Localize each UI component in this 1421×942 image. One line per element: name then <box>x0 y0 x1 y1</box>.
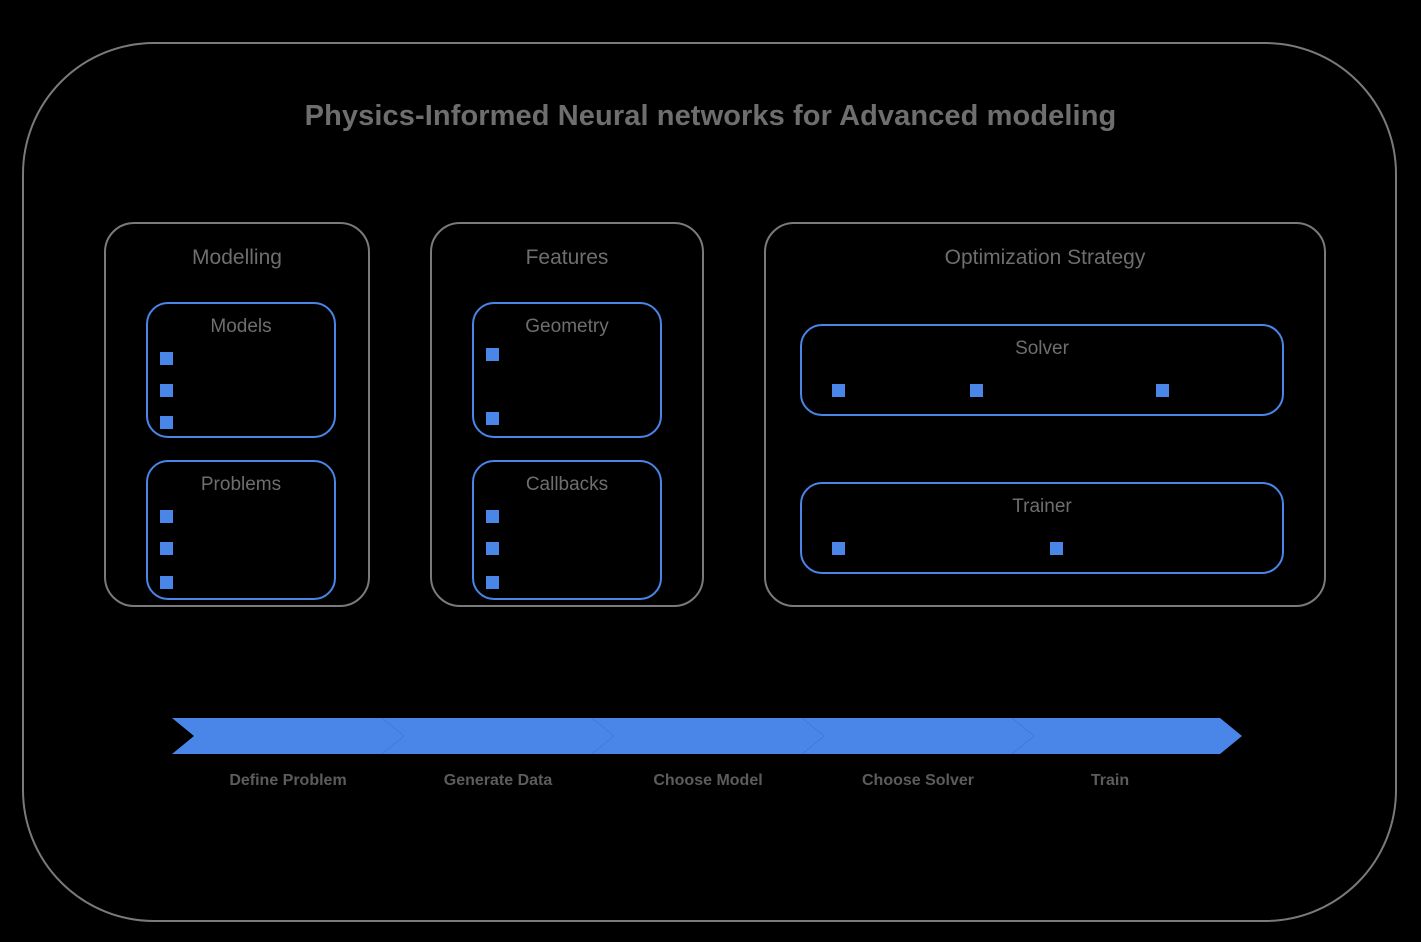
card-title-models: Models <box>210 316 272 337</box>
bullet-cube <box>832 540 847 555</box>
bullet-cube <box>486 346 501 361</box>
card-trainer[interactable]: Trainer <box>800 482 1284 574</box>
bullet-cube <box>486 540 501 555</box>
group-title-modelling: Modelling <box>192 246 282 269</box>
card-title-callbacks: Callbacks <box>525 474 609 495</box>
group-title-optimization: Optimization Strategy <box>944 246 1146 269</box>
card-title-trainer: Trainer <box>1012 496 1072 517</box>
card-title-solver: Solver <box>1015 338 1069 359</box>
card-solver[interactable]: Solver <box>800 324 1284 416</box>
flow-step-arrow-4[interactable] <box>802 718 1034 754</box>
outer-frame <box>22 42 1397 922</box>
flow-step-label-3: Choose Model <box>653 772 763 789</box>
group-features: Features <box>430 222 704 607</box>
flow-step-label-2: Generate Data <box>443 772 553 789</box>
card-callbacks[interactable]: Callbacks <box>472 460 662 600</box>
bullet-cube <box>1156 382 1171 397</box>
page-title: Physics-Informed Neural networks for Adv… <box>304 100 1117 132</box>
bullet-cube <box>160 414 175 429</box>
bullet-cube <box>160 574 175 589</box>
flow-step-arrow-2[interactable] <box>382 718 614 754</box>
flow-step-arrow-1[interactable] <box>172 718 404 754</box>
bullet-cube <box>832 382 847 397</box>
card-title-problems: Problems <box>200 474 282 495</box>
group-title-features: Features <box>525 246 609 269</box>
flow-step-arrow-5[interactable] <box>1012 718 1242 754</box>
bullet-cube <box>160 382 175 397</box>
bullet-cube <box>486 508 501 523</box>
bullet-cube <box>160 540 175 555</box>
bullet-cube <box>486 410 501 425</box>
bullet-cube <box>970 382 985 397</box>
bullet-cube <box>160 508 175 523</box>
bullet-cube <box>1050 540 1065 555</box>
card-geometry[interactable]: Geometry <box>472 302 662 438</box>
group-optimization-strategy: Optimization Strategy <box>764 222 1326 607</box>
bullet-cube <box>160 350 175 365</box>
process-flow: Define Problem Generate Data Choose Mode… <box>0 700 1421 810</box>
card-problems[interactable]: Problems <box>146 460 336 600</box>
flow-step-label-4: Choose Solver <box>861 772 975 789</box>
group-modelling: Modelling <box>104 222 370 607</box>
bullet-cube <box>486 574 501 589</box>
card-models[interactable]: Models <box>146 302 336 438</box>
flow-step-label-1: Define Problem <box>229 772 347 789</box>
flow-step-arrow-3[interactable] <box>592 718 824 754</box>
card-title-geometry: Geometry <box>525 316 609 337</box>
flow-step-label-5: Train <box>1090 772 1130 789</box>
